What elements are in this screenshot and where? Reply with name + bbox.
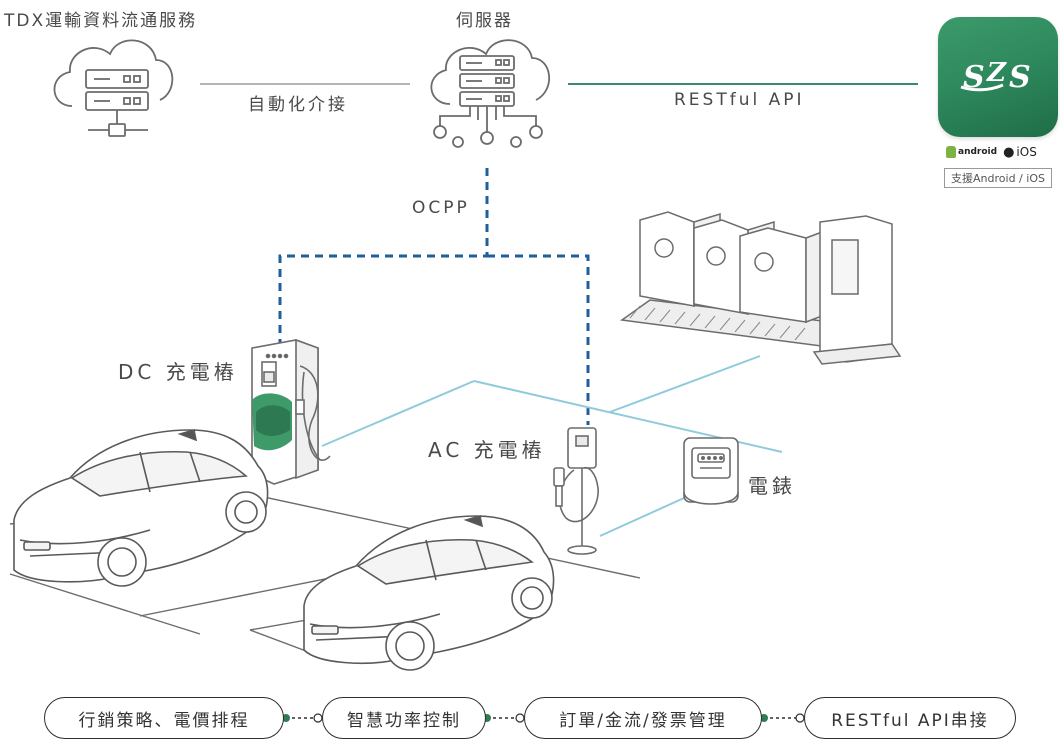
meter-label: 電錶 [748, 474, 796, 498]
app-logo-icon: S Z S [938, 17, 1058, 137]
ocpp-line-ac [487, 254, 590, 425]
auto-integration-label: 自動化介接 [248, 95, 348, 115]
dc-charger-icon [251, 338, 331, 485]
server-cloud-icon [430, 39, 551, 148]
ios-label: iOS [1016, 145, 1037, 159]
ac-charger-icon [553, 427, 599, 555]
app-icon[interactable]: S Z S [938, 17, 1058, 137]
feature-pill-power-control[interactable]: 智慧功率控制 [322, 697, 486, 739]
svg-text:S: S [1009, 60, 1032, 95]
svg-text:Z: Z [986, 58, 1007, 88]
dc-charger-label: DC 充電樁 [118, 360, 238, 384]
ocpp-line-dc [278, 168, 489, 345]
android-badge: android [946, 146, 997, 158]
platform-row: android ● iOS [946, 143, 1056, 161]
svg-text:S: S [963, 60, 986, 95]
feature-pill-restful-api[interactable]: RESTful API串接 [804, 697, 1016, 739]
android-icon [946, 146, 956, 158]
tdx-service-label: TDX運輸資料流通服務 [4, 11, 198, 31]
meter-icon [683, 437, 739, 505]
android-label: android [958, 147, 998, 157]
support-platforms-box: 支援Android / iOS [944, 168, 1052, 188]
car-left-icon [13, 428, 269, 587]
feature-pill-order-billing[interactable]: 訂單/金流/發票管理 [524, 697, 762, 739]
energy-storage-icon [620, 211, 902, 365]
tdx-cloud-server-icon [53, 39, 174, 137]
ac-charger-label: AC 充電樁 [428, 438, 546, 462]
apple-icon: ● [1003, 144, 1015, 160]
restful-api-label: RESTful API [674, 90, 805, 110]
car-right-icon [303, 514, 555, 671]
server-label: 伺服器 [456, 11, 513, 31]
app-logo-mark: S Z S [960, 58, 1032, 95]
ios-badge: ● iOS [1003, 145, 1037, 160]
ocpp-label: OCPP [412, 198, 470, 218]
feature-pill-marketing[interactable]: 行銷策略、電價排程 [44, 697, 284, 739]
